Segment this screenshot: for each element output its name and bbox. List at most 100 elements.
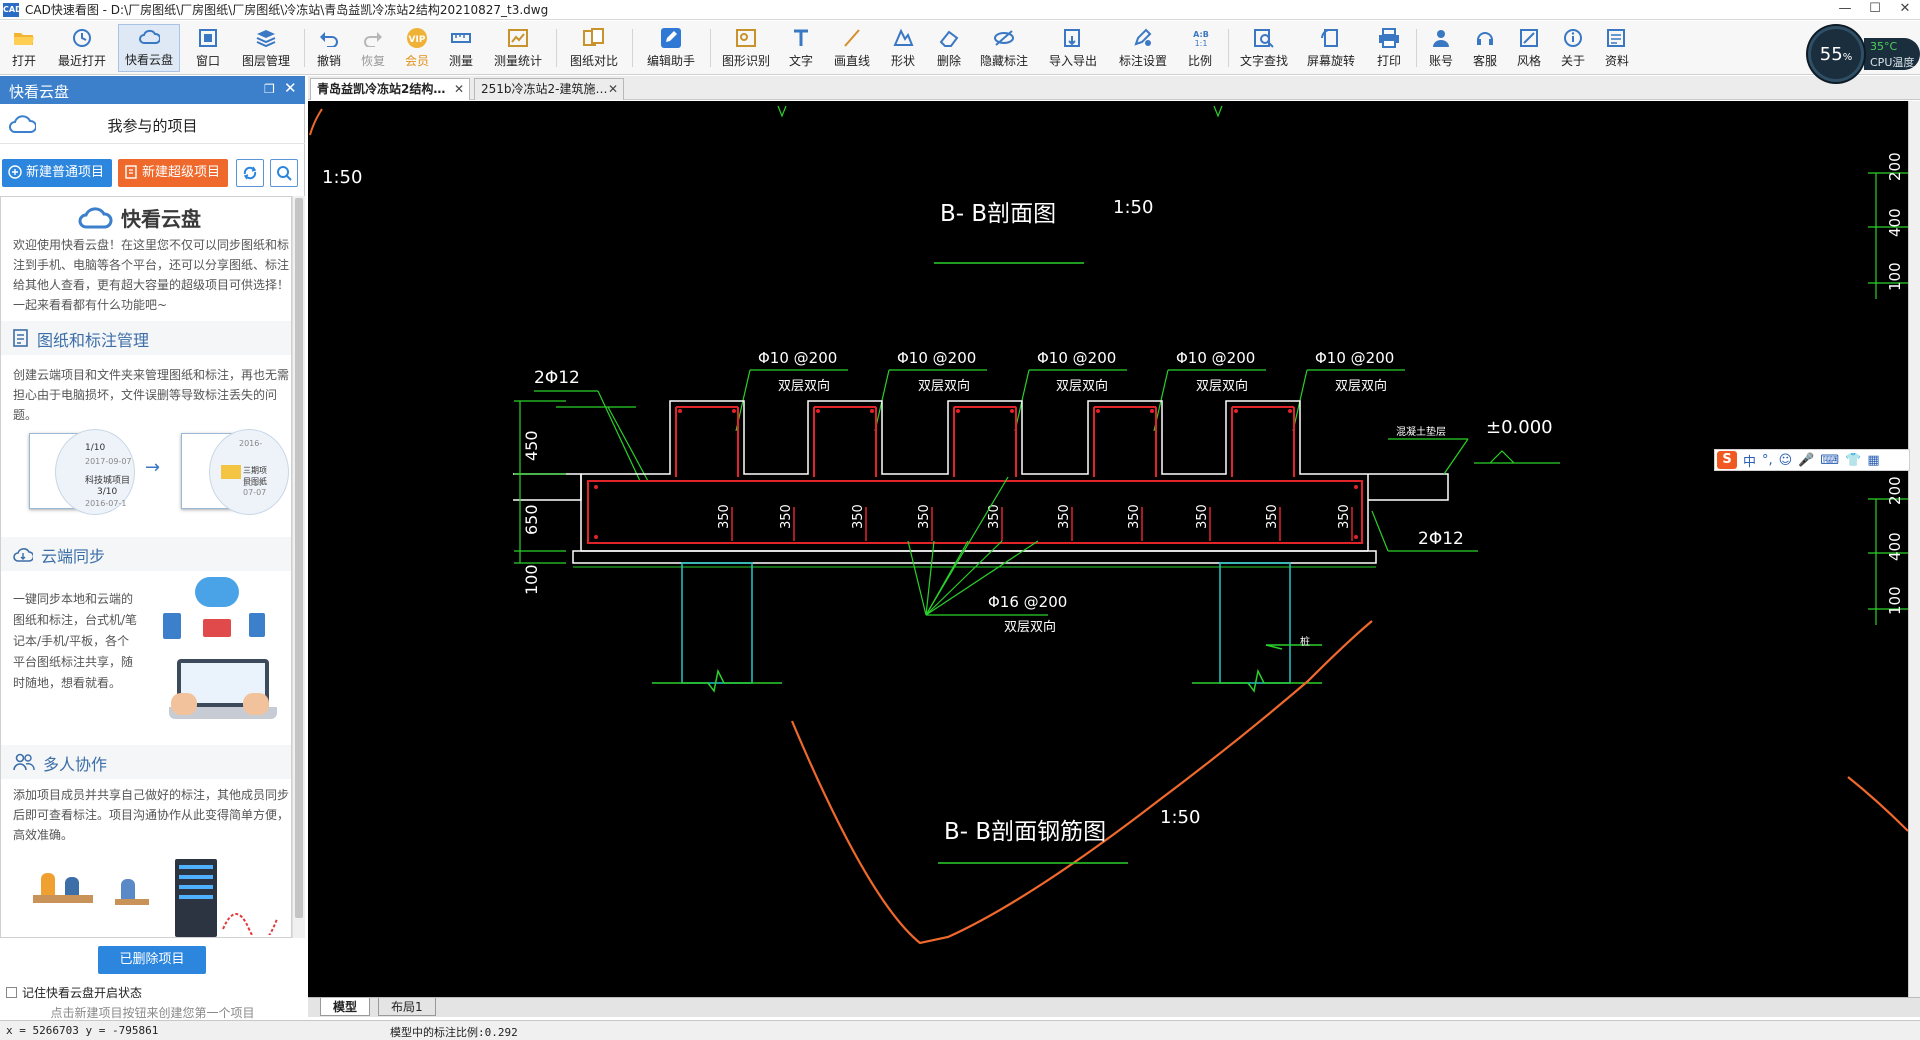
recent-icon [71, 27, 93, 49]
import-export-button[interactable]: 导入导出 [1042, 24, 1104, 72]
dim-350: 350 [1265, 504, 1280, 529]
ime-mode[interactable]: 中 [1743, 454, 1757, 470]
window-button[interactable]: 窗口 [188, 24, 228, 72]
dim-350: 350 [1195, 504, 1210, 529]
measure-stats-button[interactable]: 测量统计 [488, 24, 548, 72]
remember-state-label: 记住快看云盘开启状态 [22, 986, 143, 1000]
arrow-right-icon: → [145, 457, 161, 478]
panel-scrollbar[interactable] [292, 196, 305, 938]
tab-model[interactable]: 模型 [320, 998, 371, 1016]
sync-button[interactable] [236, 159, 264, 187]
ime-emoji-icon[interactable]: ☺ [1778, 452, 1793, 468]
cloud-drive-panel: 快看云盘 ❐ ✕ 我参与的项目 新建普通项目 新建超级项目 [0, 76, 305, 1022]
ime-keyboard-icon[interactable]: ⌨ [1820, 452, 1840, 468]
search-button[interactable] [270, 159, 298, 187]
toolbar-separator [304, 29, 305, 67]
my-projects-label: 我参与的项目 [107, 117, 198, 135]
cpu-monitor-widget[interactable]: 35°C CPU温度 55% [1806, 24, 1920, 84]
compare-button[interactable]: 图纸对比 [564, 24, 624, 72]
new-super-project-button[interactable]: 新建超级项目 [118, 159, 228, 187]
undo-icon [318, 27, 340, 49]
ime-logo-icon[interactable]: S [1717, 451, 1737, 469]
ime-skin-icon[interactable]: 👕 [1845, 452, 1862, 468]
edit-assistant-icon [660, 27, 682, 49]
canvas-vertical-scrollbar[interactable] [1908, 101, 1920, 997]
print-button[interactable]: 打印 [1370, 24, 1408, 72]
account-button[interactable]: 账号 [1422, 24, 1460, 72]
scrollbar-thumb[interactable] [295, 198, 303, 918]
minimize-button[interactable]: — [1838, 1, 1852, 16]
remember-state-checkbox[interactable] [6, 987, 17, 998]
tab-close-icon[interactable]: ✕ [607, 82, 618, 96]
people-icon [13, 753, 35, 771]
doc-tab[interactable]: 251b冷冻站2-建筑施…✕ [474, 78, 624, 100]
vip-icon: VIP [406, 27, 428, 49]
panel-title: 快看云盘 [9, 83, 70, 101]
measure-stats-icon [507, 27, 529, 49]
cloud-drive-button[interactable]: 快看云盘 [118, 24, 180, 72]
maximize-button[interactable]: ☐ [1869, 1, 1881, 16]
remember-state-option[interactable]: 记住快看云盘开启状态 [6, 984, 142, 1001]
new-normal-project-button[interactable]: 新建普通项目 [2, 159, 112, 187]
edit-assistant-button[interactable]: 编辑助手 [640, 24, 702, 72]
window-icon [197, 27, 219, 49]
info-icon [1562, 27, 1584, 49]
toolbar-separator [710, 29, 711, 67]
rebar-sub-label: 双层双向 [1056, 378, 1108, 394]
ime-tools-icon[interactable]: ▦ [1867, 452, 1880, 468]
search-icon [277, 166, 292, 181]
folder-icon [221, 465, 241, 479]
collaboration-illustration [25, 859, 287, 937]
tab-layout1[interactable]: 布局1 [378, 998, 436, 1016]
rebar-label: Φ10 @200 [897, 349, 976, 367]
panel-close-icon[interactable]: ✕ [284, 79, 297, 97]
promo-title: 快看云盘 [121, 207, 201, 231]
open-button[interactable]: 打开 [4, 24, 44, 72]
cpu-usage-value: 55 [1819, 44, 1843, 65]
dim-right: 200 [1886, 476, 1904, 505]
dim-450: 450 [522, 430, 541, 461]
recent-open-button[interactable]: 最近打开 [52, 24, 112, 72]
screen-rotate-button[interactable]: 屏幕旋转 [1300, 24, 1362, 72]
vip-button[interactable]: VIP 会员 [398, 24, 436, 72]
cpu-usage-unit: % [1842, 52, 1853, 63]
annotation-settings-button[interactable]: 标注设置 [1112, 24, 1174, 72]
project-scope-bar: 我参与的项目 [0, 104, 305, 144]
draw-line-button[interactable]: 画直线 [828, 24, 876, 72]
customer-service-button[interactable]: 客服 [1466, 24, 1504, 72]
undo-button[interactable]: 撤销 [310, 24, 348, 72]
tab-close-icon[interactable]: ✕ [453, 82, 464, 96]
about-button[interactable]: 关于 [1554, 24, 1592, 72]
text-button[interactable]: 文字 [782, 24, 820, 72]
text-search-button[interactable]: 文字查找 [1234, 24, 1294, 72]
super-project-icon [125, 165, 137, 179]
cursor-coordinates: x = 5266703 y = -795861 [6, 1024, 159, 1037]
annotation-settings-icon [1132, 27, 1154, 49]
ime-punct[interactable]: °, [1762, 452, 1773, 468]
redo-button[interactable]: 恢复 [354, 24, 392, 72]
plus-circle-icon [8, 165, 22, 179]
layer-manager-button[interactable]: 图层管理 [236, 24, 296, 72]
docs-button[interactable]: 资料 [1598, 24, 1636, 72]
section-title-cloud-sync: 云端同步 [41, 547, 106, 566]
folder-open-icon [13, 27, 35, 49]
delete-button[interactable]: 删除 [930, 24, 968, 72]
panel-restore-icon[interactable]: ❐ [264, 82, 275, 96]
shape-recognize-button[interactable]: 图形识别 [716, 24, 776, 72]
dim-100: 100 [522, 564, 541, 595]
rebar-2phi12-left: 2Φ12 [534, 368, 580, 388]
style-button[interactable]: 风格 [1510, 24, 1548, 72]
ime-mic-icon[interactable]: 🎤 [1798, 452, 1815, 468]
hide-annotation-button[interactable]: 隐藏标注 [974, 24, 1034, 72]
project-actions: 新建普通项目 新建超级项目 [0, 156, 305, 190]
measure-button[interactable]: 测量 [442, 24, 480, 72]
panel-footer: 已删除项目 记住快看云盘开启状态 点击新建项目按钮来创建您第一个项目 [0, 938, 305, 1022]
close-window-button[interactable]: ✕ [1899, 1, 1911, 16]
doc-tab-active[interactable]: 青岛益凯冷冻站2结构…✕ [310, 78, 470, 100]
drawing-canvas[interactable]: 1:50 B- B剖面图 1:50 Φ10 @200 Φ10 @200 Φ10 … [308, 101, 1908, 997]
toolbar-separator [556, 29, 557, 67]
deleted-projects-button[interactable]: 已删除项目 [98, 946, 206, 974]
shape-button[interactable]: 形状 [884, 24, 922, 72]
ime-toolbar[interactable]: S 中 °, ☺ 🎤 ⌨ 👕 ▦ [1714, 449, 1910, 471]
